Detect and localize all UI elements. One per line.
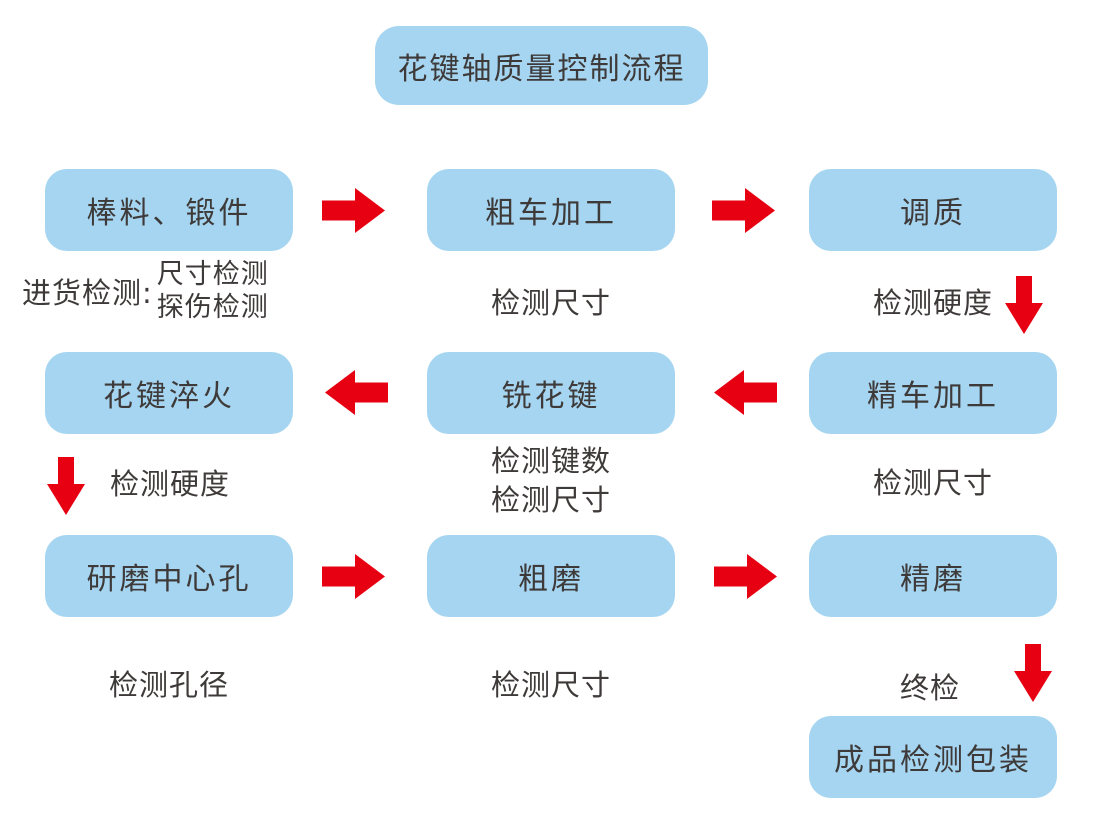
node-fine-turning: 精车加工	[809, 352, 1057, 434]
node-quench-temper: 调质	[809, 169, 1057, 251]
arrow-right-icon	[712, 188, 775, 233]
node-spline-quenching: 花键淬火	[45, 352, 293, 434]
arrow-right-icon	[322, 554, 385, 599]
inspection-after-center-hole-grinding: 检测孔径	[108, 668, 229, 702]
inspection-after-spline-milling-line1: 检测键数	[490, 444, 611, 478]
arrow-left-icon	[325, 370, 388, 415]
node-rough-turning: 粗车加工	[427, 169, 675, 251]
node-raw-material: 棒料、锻件	[45, 169, 293, 251]
final-check-label: 终检	[899, 671, 960, 705]
incoming-inspection-label: 进货检测: 尺寸检测 探伤检测	[22, 258, 269, 324]
arrow-left-icon	[714, 370, 777, 415]
inspection-after-quench-temper: 检测硬度	[872, 286, 993, 320]
arrow-down-icon	[47, 457, 85, 515]
arrow-down-icon	[1005, 276, 1043, 334]
inspection-after-rough-grinding: 检测尺寸	[490, 668, 611, 702]
incoming-inspection-prefix: 进货检测:	[22, 276, 153, 310]
node-spline-milling: 铣花键	[427, 352, 675, 434]
arrow-down-icon	[1014, 644, 1052, 702]
node-center-hole-grinding: 研磨中心孔	[45, 535, 293, 617]
flowchart-title: 花键轴质量控制流程	[375, 26, 708, 105]
node-rough-grinding: 粗磨	[427, 535, 675, 617]
inspection-after-spline-milling-line2: 检测尺寸	[490, 483, 611, 517]
incoming-inspection-line1: 尺寸检测	[156, 259, 269, 290]
arrow-right-icon	[322, 188, 385, 233]
inspection-after-spline-quenching: 检测硬度	[109, 467, 230, 501]
node-fine-grinding: 精磨	[809, 535, 1057, 617]
arrow-right-icon	[714, 554, 777, 599]
inspection-after-fine-turning: 检测尺寸	[872, 466, 993, 500]
inspection-after-rough-turning: 检测尺寸	[490, 286, 611, 320]
inspection-after-spline-milling: 检测键数 检测尺寸	[427, 442, 675, 520]
incoming-inspection-line2: 探伤检测	[156, 292, 269, 323]
node-final-inspection-packaging: 成品检测包装	[809, 716, 1057, 798]
